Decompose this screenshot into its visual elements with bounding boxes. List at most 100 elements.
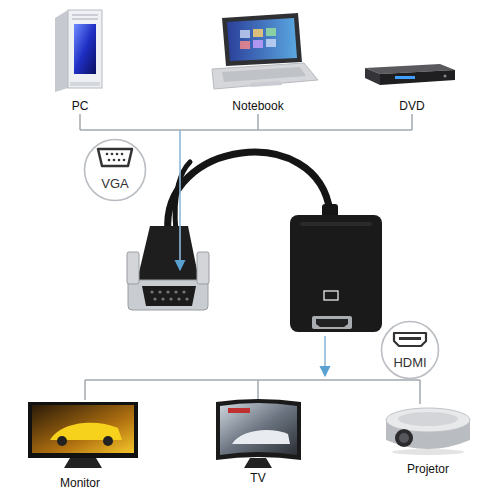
- pc-illustration: [55, 10, 102, 92]
- vga-connector-part-part: [158, 290, 161, 293]
- monitor-illustration-part: [64, 458, 102, 468]
- vga-connector-part-part: [174, 290, 177, 293]
- dvd-illustration-part: [365, 68, 380, 85]
- vga-connector-part-part: [177, 297, 180, 300]
- monitor-illustration-part: [32, 405, 134, 453]
- vga-port-icon-part: [106, 153, 126, 162]
- tv-illustration-part: [232, 430, 290, 444]
- device-label: TV: [210, 471, 306, 485]
- hdmi-adapter: [290, 204, 382, 332]
- hdmi-port-icon-part: [394, 333, 426, 346]
- device-node: TV: [210, 398, 306, 487]
- hdmi-port-icon: [394, 333, 426, 346]
- monitor-illustration-part: [57, 436, 67, 446]
- projector-illustration-part: [395, 429, 413, 447]
- dvd-illustration-part: [395, 76, 415, 79]
- hdmi-adapter-part: [290, 215, 382, 332]
- tv-illustration-part: [220, 403, 297, 455]
- vga-port-icon-part-part: [111, 153, 114, 156]
- vga-connector-part: [197, 252, 209, 284]
- vga-port-icon-part-part: [121, 153, 124, 156]
- source-wires-part: [79, 114, 81, 130]
- dvd-illustration-part: [444, 75, 447, 78]
- vga-connector-part-part: [169, 297, 172, 300]
- source-wires: [80, 114, 412, 130]
- notebook-illustration-part: [227, 18, 297, 61]
- vga-port-icon-part: [98, 149, 132, 166]
- vga-port-icon-part-part: [118, 159, 121, 162]
- vga-connector: [127, 226, 209, 310]
- vga-connector-part: [150, 290, 188, 300]
- vga-connector-part-part: [182, 290, 185, 293]
- vga-port-icon-part-part: [123, 159, 126, 162]
- vga-connector-part-part: [153, 297, 156, 300]
- vga-port-icon-part-part: [108, 159, 111, 162]
- pc-illustration-part: [55, 10, 68, 92]
- vga-connector-part: [142, 286, 196, 306]
- monitor-illustration-part: [103, 436, 113, 446]
- projector-illustration-part: [386, 408, 470, 432]
- vga-port-icon-part-part: [116, 153, 119, 156]
- pc-illustration-part: [70, 82, 100, 86]
- device-node: Notebook: [200, 5, 316, 115]
- notebook-illustration-part: [253, 40, 263, 48]
- device-label: Projetor: [370, 462, 486, 476]
- vga-connector-part-part: [150, 290, 153, 293]
- output-arrow: [324, 336, 326, 376]
- projector-illustration-part: [392, 449, 464, 455]
- notebook-illustration-part: [253, 29, 263, 37]
- projector-illustration: [386, 408, 470, 455]
- tv-illustration-part: [216, 399, 301, 460]
- device-label: Monitor: [20, 476, 140, 490]
- hdmi-port-icon-part: [399, 337, 421, 340]
- output-wires-part: [419, 380, 421, 404]
- device-label: PC: [40, 99, 120, 113]
- notebook-illustration-part: [222, 67, 306, 82]
- notebook-illustration-part: [266, 28, 276, 36]
- notebook-illustration-part: [222, 13, 302, 66]
- tv-illustration-part: [228, 408, 250, 413]
- hdmi-adapter-part: [312, 316, 352, 329]
- source-wires-part: [80, 129, 412, 131]
- tv-illustration: [216, 399, 301, 468]
- vga-connector-part-part: [185, 297, 188, 300]
- pc-illustration-part: [72, 15, 98, 16]
- tv-illustration-part: [244, 458, 272, 468]
- device-node: DVD: [355, 5, 469, 115]
- pc-illustration-part: [68, 10, 102, 88]
- vga-connector-part: [127, 252, 139, 284]
- badge-outline: [83, 138, 147, 202]
- vga-connector-part-part: [166, 290, 169, 293]
- port-name: VGA: [83, 177, 147, 191]
- badge-outline: [380, 320, 440, 380]
- hdmi-adapter-part: [324, 291, 338, 300]
- vga-port-icon-part-part: [113, 159, 116, 162]
- hdmi-adapter-part: [316, 319, 348, 327]
- port-badge: HDMI: [380, 320, 440, 380]
- output-wires-part: [257, 380, 259, 400]
- device-node: Projetor: [370, 398, 486, 478]
- projector-illustration-part: [399, 433, 409, 443]
- dvd-illustration-part: [380, 70, 455, 85]
- device-label: DVD: [355, 99, 469, 113]
- monitor-illustration-part: [28, 402, 138, 458]
- vga-connector-part: [128, 280, 208, 310]
- projector-illustration-part: [398, 412, 458, 426]
- vga-connector-part-part: [161, 297, 164, 300]
- vga-connector-part: [136, 226, 200, 285]
- device-node: PC: [40, 5, 120, 115]
- port-name: HDMI: [380, 356, 440, 370]
- hdmi-adapter-part: [300, 222, 372, 226]
- vga-port-icon: [98, 149, 132, 166]
- notebook-illustration-part: [250, 81, 282, 87]
- output-wires-part: [84, 380, 86, 400]
- source-wires-part: [257, 114, 259, 130]
- notebook-illustration-part: [240, 30, 250, 38]
- notebook-illustration-part: [240, 41, 250, 49]
- device-node: Monitor: [20, 398, 140, 492]
